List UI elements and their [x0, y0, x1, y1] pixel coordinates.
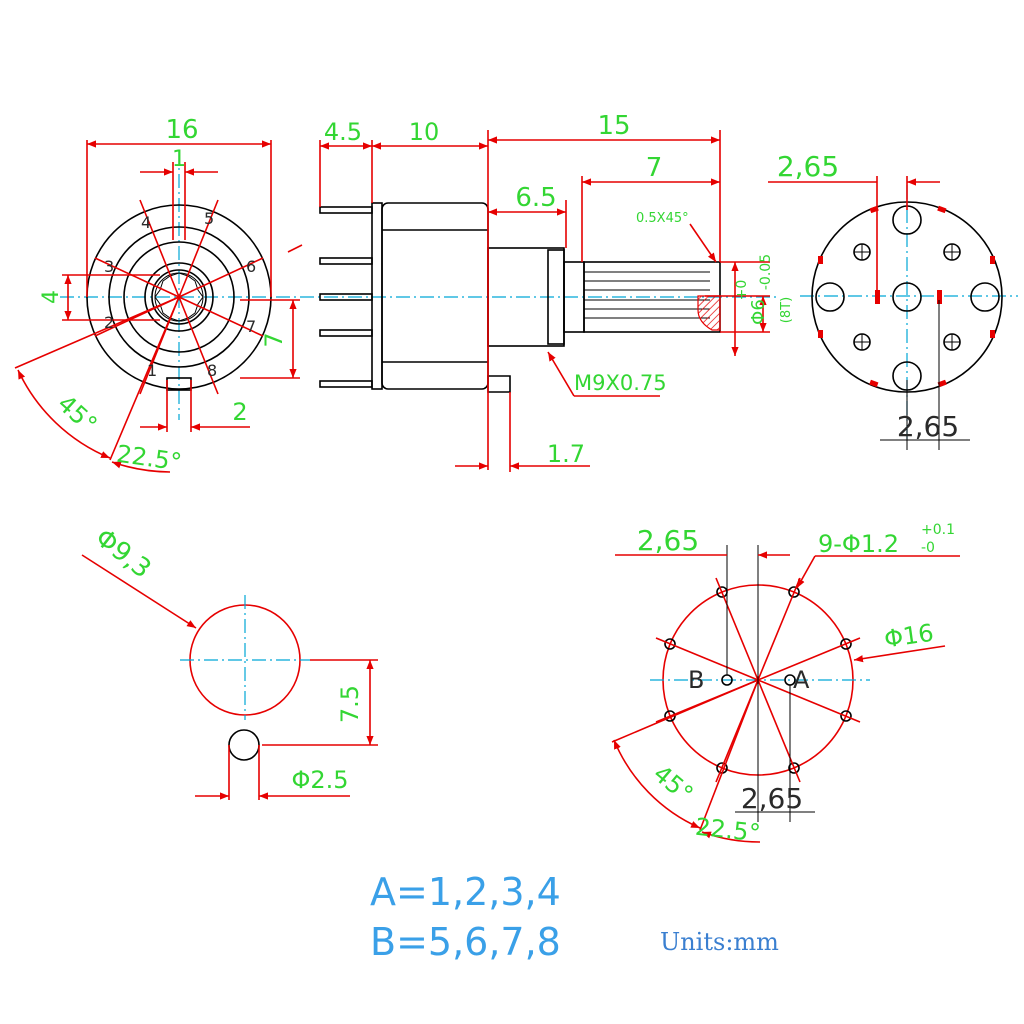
dia-small: Φ2.5 — [291, 766, 348, 794]
pin-label-1b: 1 — [147, 361, 157, 380]
shaft-dia-alt: (8T) — [779, 297, 794, 323]
thread-label: M9X0.75 — [574, 371, 667, 395]
rear-view: 2,65 2,65 — [768, 150, 1018, 450]
pcb-angle-45: 45° — [648, 759, 699, 808]
panel-cutout: Φ2.5 Φ9,3 7.5 — [81, 523, 378, 800]
angle-22-5: 22.5° — [115, 440, 184, 477]
label-a: A — [793, 666, 810, 694]
legend: A=1,2,3,4 B=5,6,7,8 Units:mm — [370, 870, 779, 964]
dim-6-5: 6.5 — [515, 183, 556, 213]
dim-10: 10 — [409, 118, 440, 146]
dim-15: 15 — [597, 111, 630, 141]
side-view: 4.5 10 15 7 6.5 0.5X45° M9X0.75 1.7 Φ6 +… — [300, 111, 794, 472]
pin-label-8: 8 — [207, 361, 217, 380]
pin-label-3: 3 — [104, 257, 114, 276]
holes-tol-lower: -0 — [921, 540, 935, 556]
legend-b: B=5,6,7,8 — [370, 920, 561, 964]
pcb-layout: 2,65 9-Φ1.2 +0.1 -0 Φ16 B A 45° 22.5° 2,… — [611, 522, 960, 848]
dia-large: Φ9,3 — [89, 523, 156, 585]
holes-label: 9-Φ1.2 — [818, 530, 899, 558]
pcb-angle-22-5: 22.5° — [694, 813, 762, 848]
dia-16: Φ16 — [882, 619, 935, 654]
legend-a: A=1,2,3,4 — [370, 870, 561, 914]
pin-label-5: 5 — [204, 209, 214, 228]
dim-1: 1 — [172, 147, 186, 172]
shaft-tol-lower: -0.05 — [758, 254, 774, 290]
front-view: 16 1 4 7 2 45° 22.5° 2 3 4 5 6 7 8 — [14, 115, 300, 477]
pcb-dim-top: 2,65 — [637, 524, 699, 557]
pin-label-4: 4 — [141, 213, 151, 232]
shaft-tol-upper: +0 — [734, 280, 750, 301]
units-label: Units:mm — [660, 928, 779, 956]
angle-45: 45° — [52, 389, 102, 438]
chamfer-label: 0.5X45° — [636, 211, 689, 226]
pin-label-1: 2 — [104, 313, 114, 332]
dim-16: 16 — [165, 115, 198, 145]
dim-7-5: 7.5 — [336, 685, 364, 723]
pin-label-6: 6 — [246, 257, 256, 276]
holes-tol-upper: +0.1 — [921, 522, 955, 538]
label-b: B — [688, 666, 704, 694]
dim-7-shaft: 7 — [646, 153, 663, 183]
dim-4-5: 4.5 — [324, 118, 362, 146]
rear-dim-top: 2,65 — [777, 150, 839, 183]
pin-label-7: 7 — [246, 317, 256, 336]
rear-dim-bottom: 2,65 — [897, 410, 959, 443]
pcb-dim-bottom: 2,65 — [741, 782, 803, 815]
dim-2: 2 — [232, 398, 247, 426]
shaft-dia: Φ6 — [748, 299, 769, 325]
dim-7: 7 — [260, 332, 288, 347]
dim-1-7: 1.7 — [547, 440, 585, 468]
dim-4: 4 — [39, 290, 64, 304]
